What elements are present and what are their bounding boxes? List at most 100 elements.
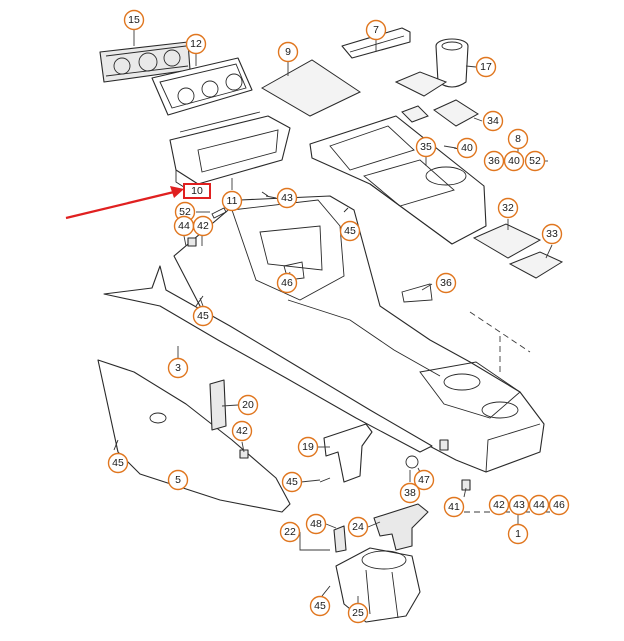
- callout-7: 7: [365, 19, 387, 41]
- part-mat-small: [508, 251, 564, 279]
- svg-text:36: 36: [488, 155, 500, 167]
- callout-41: 41: [443, 496, 465, 518]
- callout-1: 1: [507, 523, 529, 545]
- callout-45: 45: [339, 220, 361, 242]
- part-bracket: [209, 379, 227, 431]
- callout-36: 36: [435, 272, 457, 294]
- callout-5: 5: [167, 469, 189, 491]
- callout-42: 42: [488, 494, 510, 516]
- svg-text:5: 5: [175, 474, 181, 486]
- part-centre-tray: [309, 115, 487, 245]
- callout-42: 42: [192, 215, 214, 237]
- callout-10: 10: [191, 185, 203, 197]
- svg-text:44: 44: [178, 220, 190, 232]
- callout-19: 19: [297, 436, 319, 458]
- svg-text:1: 1: [515, 528, 521, 540]
- svg-text:38: 38: [404, 487, 416, 499]
- callout-47: 47: [413, 469, 435, 491]
- callout-45: 45: [281, 471, 303, 493]
- highlight-box-part-10: [183, 183, 211, 199]
- svg-text:46: 46: [553, 499, 565, 511]
- svg-text:3: 3: [175, 362, 181, 374]
- callout-24: 24: [347, 516, 369, 538]
- svg-text:48: 48: [310, 518, 322, 530]
- callout-35: 35: [415, 136, 437, 158]
- callout-52: 52: [524, 150, 546, 172]
- svg-text:45: 45: [112, 457, 124, 469]
- svg-text:10: 10: [191, 185, 203, 197]
- svg-text:9: 9: [285, 46, 291, 58]
- part-trim-frame: [151, 57, 253, 116]
- callout-15: 15: [123, 9, 145, 31]
- part-storage-mat: [260, 59, 362, 117]
- svg-text:22: 22: [284, 526, 296, 538]
- svg-text:45: 45: [344, 225, 356, 237]
- svg-text:40: 40: [461, 142, 473, 154]
- svg-text:46: 46: [281, 277, 293, 289]
- part-mat-large: [472, 223, 542, 259]
- svg-text:40: 40: [508, 155, 520, 167]
- callout-25: 25: [347, 602, 369, 624]
- callout-3: 3: [167, 357, 189, 379]
- part-cup-pad: [394, 71, 479, 127]
- callout-12: 12: [185, 33, 207, 55]
- callout-44: 44: [173, 215, 195, 237]
- svg-text:43: 43: [281, 192, 293, 204]
- svg-text:52: 52: [179, 206, 191, 218]
- svg-text:42: 42: [236, 425, 248, 437]
- svg-text:43: 43: [513, 499, 525, 511]
- svg-text:24: 24: [352, 521, 364, 533]
- callout-45: 45: [192, 305, 214, 327]
- svg-text:42: 42: [197, 220, 209, 232]
- callout-8: 8: [507, 128, 529, 150]
- callout-43: 43: [276, 187, 298, 209]
- svg-text:45: 45: [314, 600, 326, 612]
- callout-40: 40: [503, 150, 525, 172]
- svg-text:45: 45: [286, 476, 298, 488]
- callout-17: 17: [475, 56, 497, 78]
- svg-text:41: 41: [448, 501, 460, 513]
- callout-40: 40: [456, 137, 478, 159]
- svg-text:12: 12: [190, 38, 202, 50]
- callout-22: 22: [279, 521, 301, 543]
- part-cup-insert: [435, 38, 469, 88]
- svg-text:20: 20: [242, 399, 254, 411]
- callout-20: 20: [237, 394, 259, 416]
- callout-38: 38: [399, 482, 421, 504]
- callout-45: 45: [107, 452, 129, 474]
- svg-text:17: 17: [480, 61, 492, 73]
- part-side-trim-strip: [103, 265, 433, 453]
- svg-text:34: 34: [487, 115, 499, 127]
- svg-text:11: 11: [227, 195, 238, 207]
- part-side-panel: [97, 359, 291, 513]
- callout-36: 36: [483, 150, 505, 172]
- callout-42: 42: [231, 420, 253, 442]
- svg-text:52: 52: [529, 155, 541, 167]
- callout-9: 9: [277, 41, 299, 63]
- svg-text:7: 7: [373, 24, 379, 36]
- svg-text:36: 36: [440, 277, 452, 289]
- callout-32: 32: [497, 197, 519, 219]
- callout-43: 43: [508, 494, 530, 516]
- svg-text:42: 42: [493, 499, 505, 511]
- svg-text:25: 25: [352, 607, 364, 619]
- highlight-arrow: [65, 186, 184, 220]
- svg-text:45: 45: [197, 310, 209, 322]
- svg-text:15: 15: [128, 14, 140, 26]
- callout-48: 48: [305, 513, 327, 535]
- callout-44: 44: [528, 494, 550, 516]
- part-small-clip: [333, 525, 347, 553]
- callout-33: 33: [541, 223, 563, 245]
- callout-46: 46: [548, 494, 570, 516]
- svg-text:19: 19: [302, 441, 314, 453]
- svg-text:33: 33: [546, 228, 558, 240]
- part-shift-bracket: [373, 503, 429, 551]
- callout-46: 46: [276, 272, 298, 294]
- svg-text:8: 8: [515, 133, 521, 145]
- svg-text:32: 32: [502, 202, 514, 214]
- svg-text:47: 47: [418, 474, 430, 486]
- svg-text:44: 44: [533, 499, 545, 511]
- callout-34: 34: [482, 110, 504, 132]
- callout-11: 11: [221, 190, 243, 212]
